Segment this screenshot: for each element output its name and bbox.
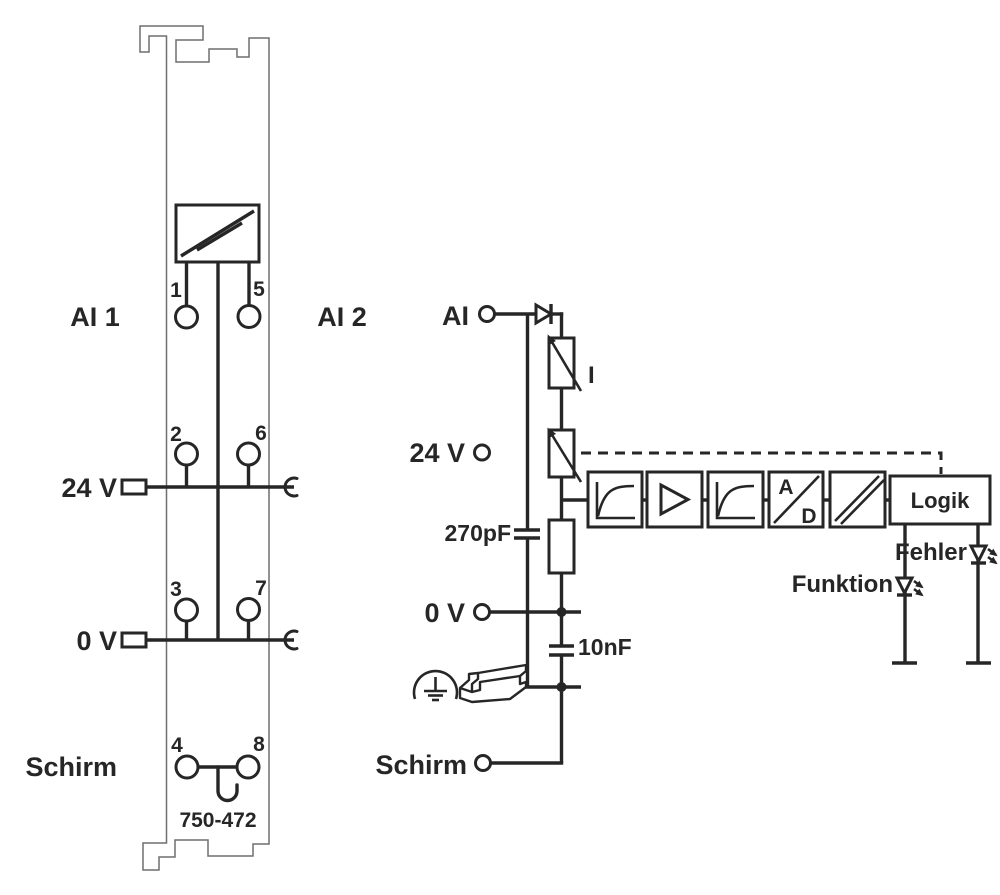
amplifier-block [645, 470, 704, 529]
capacitor-10nf-icon [549, 644, 574, 657]
terminal-6-circle [236, 441, 261, 467]
label-fehler: Fehler [895, 539, 967, 566]
terminal-number-1: 1 [170, 279, 182, 302]
schirm-terminal-circle [474, 754, 492, 772]
resistor-icon [547, 518, 576, 575]
schematic-label-schirm: Schirm [375, 750, 467, 780]
lowpass-filter-block-2 [706, 470, 765, 529]
terminal-2-circle [174, 441, 199, 467]
terminal-7-circle [236, 597, 261, 622]
label-ai1: AI 1 [70, 302, 120, 332]
isolation-block [828, 470, 887, 529]
din-rail-icon [458, 663, 528, 704]
label-270pf: 270pF [445, 520, 511, 546]
0v-plug-connector-icon [120, 631, 148, 649]
0v-socket-icon [283, 629, 299, 651]
svg-text:A: A [778, 476, 793, 499]
terminal-number-5: 5 [253, 278, 265, 301]
label-10nf: 10nF [578, 634, 632, 660]
part-number: 750-472 [179, 809, 256, 832]
module-housing-outline [139, 25, 270, 871]
label-current-i: I [588, 362, 595, 389]
junction-0v [556, 607, 567, 617]
terminal-number-8: 8 [253, 733, 265, 756]
terminal-4-circle [174, 754, 200, 780]
shield-spring-hook-icon [216, 765, 239, 803]
function-led-icon [894, 576, 924, 597]
terminal-number-6: 6 [255, 422, 267, 445]
svg-text:Logik: Logik [911, 488, 970, 513]
label-24v: 24 V [61, 473, 117, 503]
ad-converter-block: A D [767, 470, 825, 529]
label-ai2: AI 2 [317, 302, 367, 332]
24v-socket-icon [283, 476, 299, 498]
terminal-number-4: 4 [171, 734, 183, 757]
terminal-8-circle [235, 754, 261, 780]
ai-terminal-circle [478, 305, 496, 323]
schematic-label-0v: 0 V [424, 598, 465, 628]
junction-rail [556, 682, 567, 692]
terminal-number-3: 3 [170, 578, 182, 601]
earth-ground-icon [412, 669, 459, 702]
variable-resistor-2-icon [547, 427, 583, 483]
terminal-number-2: 2 [170, 423, 182, 446]
lowpass-filter-block-1 [586, 470, 644, 529]
svg-text:D: D [801, 505, 816, 528]
variable-resistor-current-icon [547, 334, 583, 392]
io-module: 1 5 2 6 3 7 4 8 AI 1 AI 2 24 V 0 V Schir… [25, 25, 367, 871]
label-funktion: Funktion [792, 571, 893, 598]
terminal-number-7: 7 [255, 577, 267, 600]
schematic-label-24v: 24 V [409, 438, 465, 468]
diode-icon [534, 302, 554, 326]
label-0v: 0 V [76, 626, 117, 656]
error-led-icon [968, 544, 998, 565]
isolation-converter-icon [174, 203, 261, 264]
label-schirm: Schirm [25, 752, 117, 782]
capacitor-270pf-icon [514, 528, 540, 540]
schematic-label-ai: AI [442, 301, 469, 331]
terminal-3-circle [174, 597, 199, 623]
24v-terminal-circle [473, 443, 491, 462]
terminal-5-circle [236, 304, 262, 329]
logic-block: Logik [888, 474, 992, 526]
24v-plug-connector-icon [120, 478, 148, 496]
terminal-1-circle [174, 304, 199, 330]
0v-terminal-circle [473, 603, 491, 621]
internal-schematic: AI 270pF I [375, 301, 998, 780]
control-dashed-line [581, 451, 943, 474]
